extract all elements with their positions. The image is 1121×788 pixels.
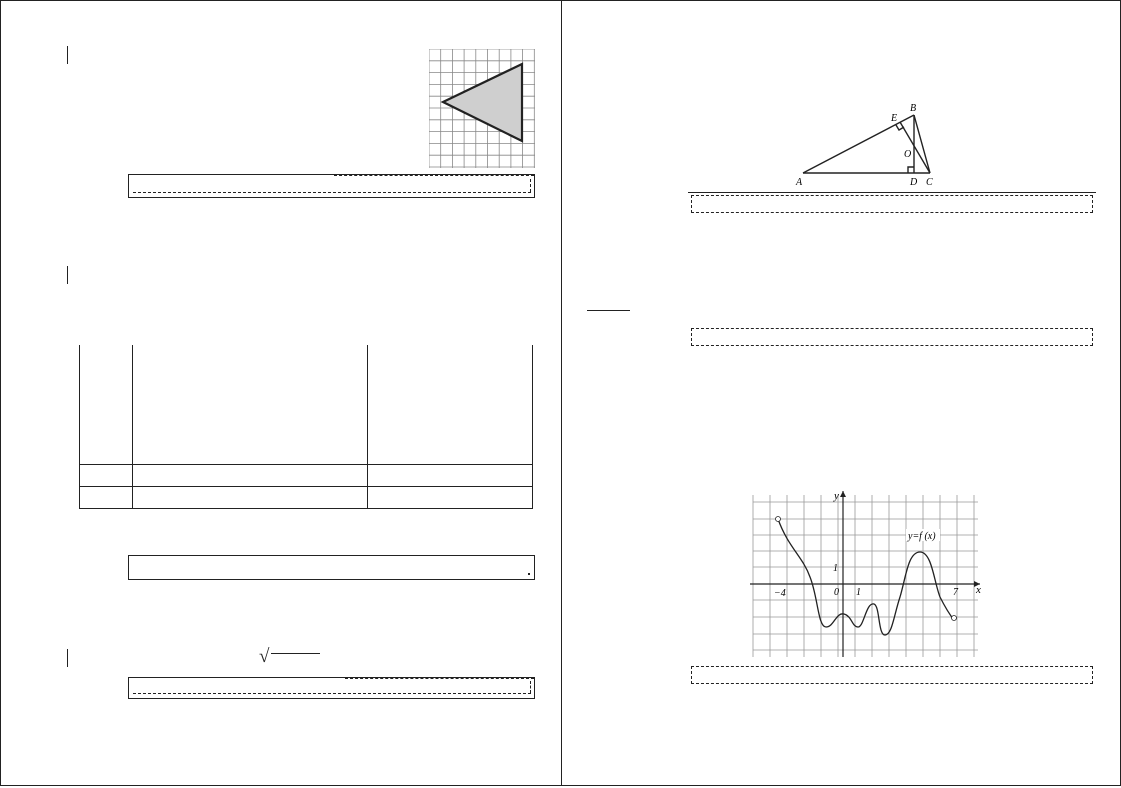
label-o: O: [904, 149, 911, 160]
answer-dash-line-3: [345, 678, 534, 679]
answer-box-2-dot: [528, 573, 530, 575]
function-label: y=f (x): [907, 531, 936, 542]
table-border-left: [79, 345, 80, 509]
answer-box-6[interactable]: [691, 666, 1093, 684]
triangle-grid-figure: [429, 49, 535, 168]
table-divider-2: [367, 345, 368, 509]
tick-y1: 1: [833, 563, 838, 574]
separator-line: [688, 192, 1096, 193]
question-2-marker: [67, 266, 68, 284]
graph-grid: [752, 495, 978, 657]
tick-7: 7: [953, 587, 959, 598]
function-graph-figure: y=f (x) −4 0 1 7 1 x y: [750, 490, 981, 657]
y-axis-label: y: [833, 490, 839, 502]
table-divider-1: [132, 345, 133, 509]
label-c: C: [926, 177, 933, 188]
segment-bc: [913, 114, 931, 174]
label-b: B: [910, 103, 916, 114]
label-d: D: [909, 177, 918, 188]
right-angle-e: [895, 124, 905, 131]
table-row-line-2: [79, 486, 533, 487]
answer-dash-inner-1: [133, 179, 531, 193]
data-table: [79, 345, 533, 509]
label-e: E: [890, 113, 897, 124]
sqrt-vinculum: [271, 653, 320, 654]
answer-dash-inner-3: [133, 693, 531, 694]
tick-neg4: −4: [774, 588, 786, 599]
triangle-abc-figure: A B C D E O: [795, 103, 933, 188]
tick-0: 0: [834, 587, 839, 598]
right-angle-d: [907, 166, 914, 173]
x-axis-label: x: [975, 584, 981, 596]
answer-box-1[interactable]: [128, 174, 535, 198]
segment-ab: [802, 114, 915, 174]
answer-dash-right-3: [530, 681, 531, 693]
endpoint-left: [775, 516, 781, 522]
answer-box-5[interactable]: [691, 328, 1093, 346]
y-axis-arrow: [840, 491, 846, 497]
x-axis-arrow: [974, 581, 980, 587]
shaded-triangle: [440, 62, 524, 143]
answer-dash-line-1: [334, 175, 534, 176]
answer-box-2[interactable]: [128, 555, 535, 580]
answer-box-3[interactable]: [128, 677, 535, 699]
function-label-bg: [906, 529, 940, 541]
tick-1: 1: [856, 587, 861, 598]
question-1-marker: [67, 46, 68, 64]
left-page: √: [0, 0, 562, 786]
endpoint-right: [951, 615, 957, 621]
answer-box-4[interactable]: [691, 195, 1093, 213]
table-row-line-1: [79, 464, 533, 465]
answer-dash-right-1: [530, 179, 531, 192]
right-page: A B C D E O y=f (x: [561, 0, 1121, 786]
question-3-marker: [67, 649, 68, 667]
function-curve: [777, 518, 955, 636]
segment-ce: [899, 121, 931, 174]
table-border-right: [532, 345, 533, 509]
underline-mark: [587, 310, 630, 311]
table-border-bottom: [79, 508, 533, 509]
sqrt-symbol: √: [259, 646, 270, 667]
label-a: A: [795, 177, 803, 188]
